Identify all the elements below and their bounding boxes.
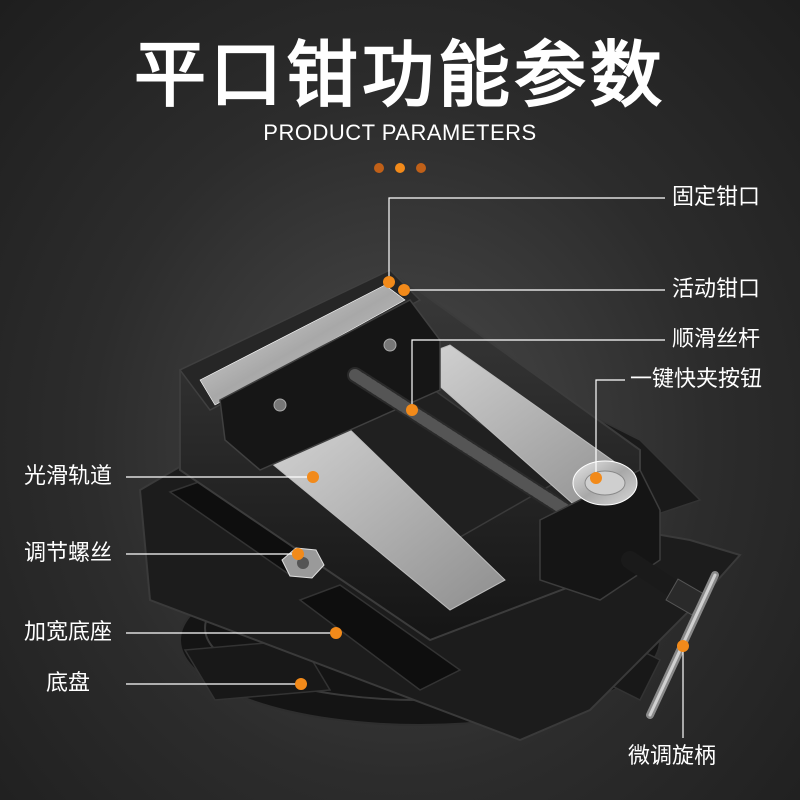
marker-adjust-screw bbox=[292, 548, 304, 560]
marker-fixed-jaw bbox=[383, 276, 395, 288]
dot-right bbox=[416, 163, 426, 173]
dot-middle bbox=[395, 163, 405, 173]
markers bbox=[292, 276, 689, 690]
label-adjust-screw: 调节螺丝 bbox=[24, 541, 113, 566]
page-subtitle: PRODUCT PARAMETERS bbox=[263, 120, 537, 145]
label-wide-base: 加宽底座 bbox=[24, 620, 113, 645]
label-fixed-jaw: 固定钳口 bbox=[672, 185, 761, 210]
label-quick-button: 一键快夹按钮 bbox=[630, 367, 763, 392]
movable-jaw-block bbox=[219, 299, 441, 471]
marker-movable-jaw bbox=[398, 284, 410, 296]
leader-lines bbox=[126, 197, 684, 738]
page-title: 平口钳功能参数 bbox=[133, 33, 666, 117]
marker-wide-base bbox=[330, 627, 342, 639]
label-chassis: 底盘 bbox=[46, 671, 91, 696]
label-fine-handle: 微调旋柄 bbox=[628, 744, 717, 769]
label-lead-screw: 顺滑丝杆 bbox=[672, 327, 761, 352]
fixed-jaw-block bbox=[178, 269, 422, 411]
leader-quick-button bbox=[595, 379, 625, 478]
marker-lead-screw bbox=[406, 404, 418, 416]
leader-fixed-jaw bbox=[388, 197, 665, 282]
marker-fine-handle bbox=[677, 640, 689, 652]
marker-smooth-rail bbox=[307, 471, 319, 483]
leader-lead-screw bbox=[411, 339, 665, 410]
label-smooth-rail: 光滑轨道 bbox=[24, 464, 113, 489]
decorative-dots bbox=[374, 162, 426, 174]
dot-left bbox=[374, 163, 384, 173]
label-movable-jaw: 活动钳口 bbox=[672, 277, 761, 302]
marker-quick-button bbox=[590, 472, 602, 484]
marker-chassis bbox=[295, 678, 307, 690]
